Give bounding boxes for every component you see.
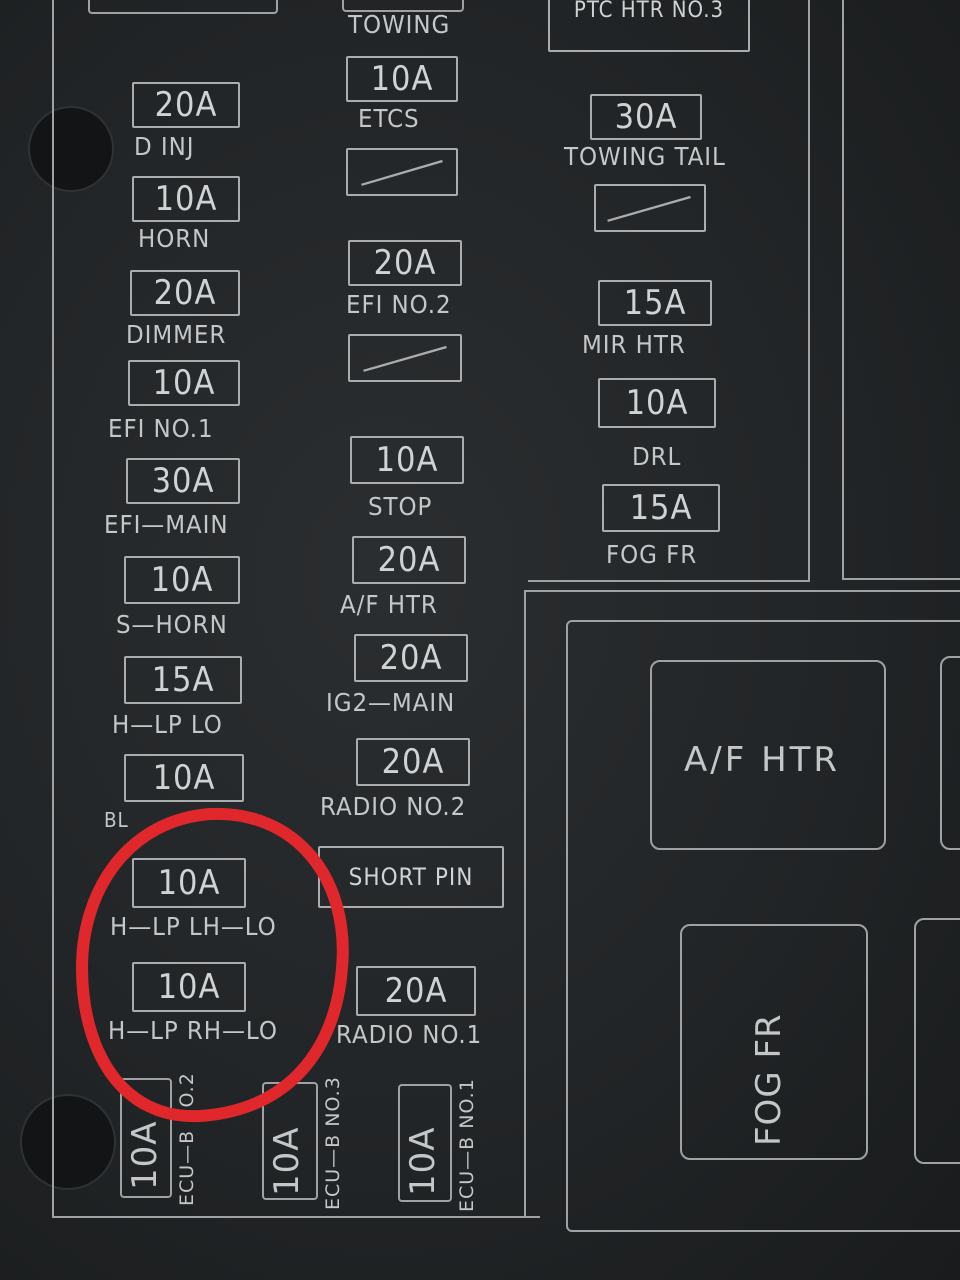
spare-slot-3 — [594, 184, 706, 232]
relay-af-htr — [650, 660, 886, 850]
mounting-hole-bottom — [20, 1094, 116, 1190]
highlight-circle-annotation — [75, 807, 349, 1123]
fuse-efi-no1-rating: 10A — [128, 360, 240, 406]
fuse-fog-fr-rating: 15A — [602, 484, 720, 532]
fuse-h-lp-lh-lo-rating: 10A — [132, 858, 246, 908]
fuse-towing-label: TOWING — [348, 10, 451, 39]
fuse-mir-htr-rating: 15A — [598, 280, 712, 326]
fuse-ecu-b-no1-rating: 10A — [403, 1126, 443, 1196]
fuse-bl-label: BL — [104, 808, 129, 832]
fuse-radio-no1-rating: 20A — [356, 966, 476, 1016]
relay-partial-right-bottom — [914, 918, 960, 1164]
fuse-efi-main-rating: 30A — [126, 458, 240, 504]
fuse-efi-no1-label: EFI NO.1 — [108, 414, 214, 443]
fuse-mir-htr-label: MIR HTR — [582, 330, 686, 359]
spare-slot-2 — [348, 334, 462, 382]
fuse-stop-label: STOP — [368, 492, 433, 521]
fuse-ig2-main-rating: 20A — [354, 634, 468, 682]
fuse-etcs-label: ETCS — [358, 104, 420, 133]
fuse-horn-label: HORN — [138, 224, 211, 253]
frame-divider-vertical — [524, 590, 526, 1218]
fuse-h-lp-rh-lo-label: H—LP RH—LO — [108, 1016, 278, 1045]
fuse-efi-no2-rating: 20A — [348, 240, 462, 286]
fuse-towing-tail-label: TOWING TAIL — [564, 142, 726, 171]
short-pin-slot: SHORT PIN — [318, 846, 504, 908]
fuse-af-htr-label: A/F HTR — [340, 590, 438, 619]
fuse-s-horn-label: S—HORN — [116, 610, 228, 639]
fuse-radio-no2-label: RADIO NO.2 — [320, 792, 467, 821]
fuse-d-inj-label: D INJ — [134, 132, 195, 161]
fuse-fog-fr-label: FOG FR — [606, 540, 698, 569]
fuse-ecu-b-no1-slot — [398, 1084, 452, 1202]
relay-fog-fr — [680, 924, 868, 1160]
fuse-h-lp-lh-lo-label: H—LP LH—LO — [110, 912, 277, 941]
fuse-dimmer-label: DIMMER — [126, 320, 227, 349]
fuse-radio-no1-label: RADIO NO.1 — [336, 1020, 483, 1049]
fuse-drl-rating: 10A — [598, 378, 716, 428]
partial-box-top-left — [88, 0, 278, 14]
spare-slot-1 — [346, 148, 458, 196]
frame-right-col-bottom — [842, 578, 960, 580]
partial-box-top-mid — [342, 0, 464, 12]
fuse-efi-main-label: EFI—MAIN — [104, 510, 229, 539]
fuse-ptc-htr-no3-slot: PTC HTR NO.3 — [548, 0, 750, 52]
frame-top-right-vertical — [808, 0, 810, 582]
fuse-dimmer-rating: 20A — [130, 270, 240, 316]
fuse-h-lp-rh-lo-rating: 10A — [132, 962, 246, 1012]
frame-col3-bottom — [528, 580, 810, 582]
fuse-bl-rating: 10A — [124, 754, 244, 802]
frame-right-col-line — [842, 0, 844, 580]
fuse-af-htr-rating: 20A — [352, 536, 466, 584]
fuse-h-lp-lo-rating: 15A — [124, 656, 242, 704]
fuse-towing-tail-rating: 30A — [590, 94, 702, 140]
fuse-radio-no2-rating: 20A — [356, 738, 470, 786]
frame-left-line — [52, 0, 54, 1218]
fuse-h-lp-lo-label: H—LP LO — [112, 710, 223, 739]
fuse-efi-no2-label: EFI NO.2 — [346, 290, 452, 319]
fuse-d-inj-rating: 20A — [132, 82, 240, 128]
fuse-s-horn-rating: 10A — [124, 556, 240, 604]
fuse-drl-label: DRL — [632, 442, 682, 471]
mounting-hole-top — [28, 106, 114, 192]
fuse-ecu-b-no1-label: ECU—B NO.1 — [456, 1078, 478, 1212]
relay-area-frame — [566, 620, 960, 1232]
fuse-stop-rating: 10A — [350, 436, 464, 484]
fuse-etcs-rating: 10A — [346, 56, 458, 102]
relay-partial-right-top — [940, 656, 960, 850]
fuse-ig2-main-label: IG2—MAIN — [326, 688, 456, 717]
relay-fog-fr-label: FOG FR — [749, 1013, 789, 1146]
relay-af-htr-label: A/F HTR — [684, 740, 841, 780]
frame-divider-horizontal — [524, 590, 960, 592]
fuse-horn-rating: 10A — [132, 176, 240, 222]
frame-bottom-line — [52, 1216, 540, 1218]
fuse-ecu-b-no2-slot — [120, 1078, 172, 1198]
